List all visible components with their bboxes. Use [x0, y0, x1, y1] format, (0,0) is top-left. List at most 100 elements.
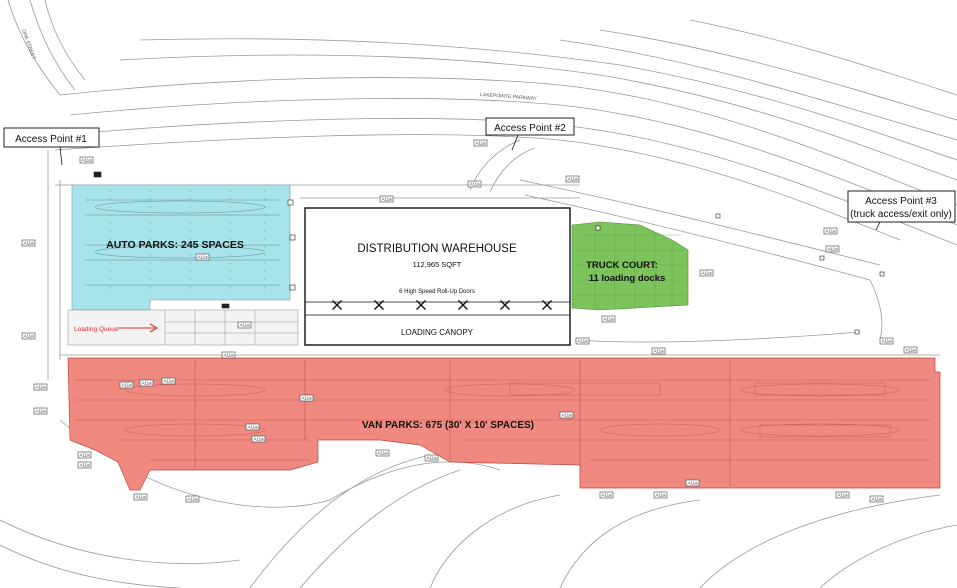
sign-tag: A11a [599, 491, 614, 499]
sign-tag: A11a [21, 239, 36, 247]
roll-up-doors [332, 300, 552, 310]
sign-tag: A11a [33, 407, 48, 415]
sign-tag: A11a [375, 449, 390, 457]
sign-tag-label: A11a [254, 437, 265, 442]
sign-tag: A11a [33, 383, 48, 391]
sign-tag: A11a [77, 461, 92, 469]
sign-tag-label: A11a [248, 425, 259, 430]
roll-up-door-mark [416, 300, 426, 310]
sign-tag-label: A11a [702, 271, 713, 276]
auto-parking-zone: AUTO PARKS: 245 SPACES [71, 184, 291, 311]
sign-tag: A11a [473, 139, 488, 147]
sign-tag-label: A11a [882, 339, 893, 344]
sign-tag: A11a [221, 351, 236, 359]
access-point-3-callout: Access Point #3 (truck access/exit only) [847, 190, 956, 231]
sign-tag-label: A11a [36, 409, 47, 414]
sign-tag-label: A11a [80, 453, 91, 458]
sign-tag-label: A11a [224, 353, 235, 358]
truck-court-line1: TRUCK COURT: [586, 260, 658, 271]
sign-tag: A11a [565, 175, 580, 183]
sign-tag-label: A11a [828, 247, 839, 252]
sign-tag-label: A11a [188, 497, 199, 502]
access-point-2-callout: Access Point #2 [485, 117, 575, 151]
sign-tag-label: A11a [24, 334, 35, 339]
sign-tag: A11a [699, 269, 714, 277]
sign-tag: A11a [237, 321, 252, 329]
sign-tag-label: A11a [378, 451, 389, 456]
access-point-1-callout: Access Point #1 [3, 127, 100, 166]
sign-tag: A11a [685, 479, 700, 487]
sign-tag-label: A11a [604, 317, 615, 322]
sign-tag-label: A11a [240, 323, 251, 328]
sign-tag: A11a [467, 180, 482, 188]
roll-up-door-mark [458, 300, 468, 310]
sign-tag: A11a [21, 332, 36, 340]
sign-tag: A11a [903, 346, 918, 354]
pole-markers [93, 171, 885, 335]
van-parks-label: VAN PARKS: 675 (30' X 10' SPACES) [362, 420, 534, 431]
sign-tag: A11a [245, 423, 260, 431]
sign-tag: A11a [379, 195, 394, 203]
sign-tag-label: A11a [382, 197, 393, 202]
sign-tag: A11a [251, 435, 266, 443]
sign-tag: A11a [79, 156, 94, 164]
sign-tag-label: A11a [36, 385, 47, 390]
sign-tag-label: A11a [198, 255, 209, 260]
sign-tag-label: A11a [562, 413, 573, 418]
sign-tag: A11a [161, 377, 176, 385]
sign-tag-label: A11a [82, 158, 93, 163]
distribution-warehouse: DISTRIBUTION WAREHOUSE 112,965 SQFT 6 Hi… [304, 207, 571, 346]
sign-tag-label: A11a [142, 381, 153, 386]
access-point-3-note: (truck access/exit only) [850, 209, 952, 220]
sign-tag-label: A11a [688, 481, 699, 486]
sign-tag: A11a [835, 491, 850, 499]
sign-tag: A11a [133, 493, 148, 501]
sign-tag: A11a [424, 454, 439, 462]
roll-up-door-mark [332, 300, 342, 310]
sign-tag: A11a [77, 451, 92, 459]
roll-up-door-mark [500, 300, 510, 310]
sign-tag: A11a [823, 227, 838, 235]
doors-note: 6 High Speed Roll-Up Doors [399, 289, 475, 295]
sign-tag: A11a [559, 411, 574, 419]
sign-tag-label: A11a [578, 339, 589, 344]
oak-street-label: OAK STREET [20, 29, 36, 61]
sign-tag: A11a [575, 337, 590, 345]
truck-court-line2: 11 loading docks [589, 273, 666, 284]
sign-tag: A11a [185, 495, 200, 503]
sign-tag-label: A11a [906, 348, 917, 353]
sign-tag-label: A11a [602, 493, 613, 498]
sign-tag: A11a [879, 337, 894, 345]
loading-queue-arrow [118, 323, 159, 333]
sign-tag-label: A11a [826, 229, 837, 234]
roll-up-door-mark [542, 300, 552, 310]
auto-parks-label: AUTO PARKS: 245 SPACES [106, 239, 244, 251]
sign-tag: A11a [601, 315, 616, 323]
sign-tag: A11a [195, 253, 210, 261]
sign-tag-label: A11a [470, 182, 481, 187]
sign-tag-label: A11a [872, 497, 883, 502]
sign-tag-label: A11a [656, 493, 667, 498]
sign-tag-label: A11a [654, 349, 665, 354]
sign-tag-label: A11a [164, 379, 175, 384]
sign-tag-label: A11a [122, 383, 133, 388]
sign-tag-label: A11a [302, 396, 313, 401]
sign-tag: A11a [119, 381, 134, 389]
access-point-1-label: Access Point #1 [15, 134, 87, 145]
sign-tag: A11a [825, 245, 840, 253]
sign-tag-label: A11a [838, 493, 849, 498]
sign-tag-label: A11a [80, 463, 91, 468]
loading-queue-label: Loading Queue [74, 326, 119, 333]
sign-tag-label: A11a [568, 177, 579, 182]
sign-tag-label: A11a [427, 456, 438, 461]
truck-court-zone: TRUCK COURT: 11 loading docks [571, 221, 689, 311]
roll-up-door-mark [374, 300, 384, 310]
sign-tag: A11a [299, 394, 314, 402]
warehouse-title: DISTRIBUTION WAREHOUSE [357, 243, 517, 255]
sign-tag: A11a [651, 347, 666, 355]
van-parking-zone: VAN PARKS: 675 (30' X 10' SPACES) [67, 357, 941, 491]
loading-canopy-label: LOADING CANOPY [401, 328, 474, 337]
warehouse-area: 112,965 SQFT [413, 260, 462, 269]
